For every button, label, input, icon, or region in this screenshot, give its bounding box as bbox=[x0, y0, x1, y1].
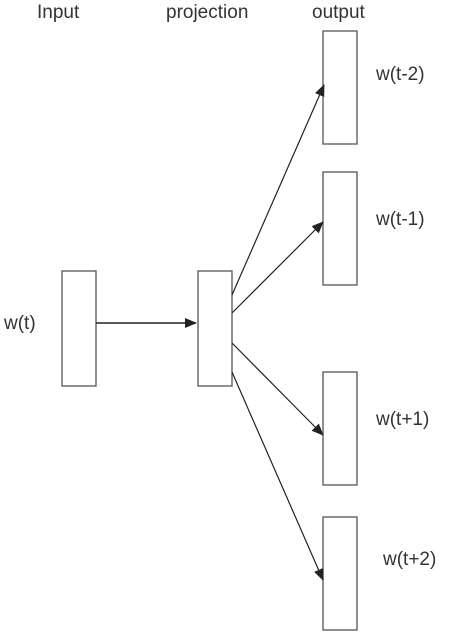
output-header: output bbox=[312, 2, 365, 23]
output-box-1 bbox=[322, 30, 358, 145]
output-box-2 bbox=[322, 171, 358, 286]
arrow-projection-to-output-3 bbox=[231, 342, 324, 436]
output-word-label-1: w(t-2) bbox=[376, 64, 425, 85]
output-word-label-4: w(t+2) bbox=[383, 549, 437, 570]
output-box-3 bbox=[322, 371, 358, 486]
projection-box bbox=[197, 270, 233, 387]
input-header: Input bbox=[37, 2, 80, 23]
projection-header: projection bbox=[166, 2, 249, 23]
input-box bbox=[61, 270, 97, 387]
arrow-projection-to-output-4 bbox=[231, 371, 324, 581]
arrow-projection-to-output-2 bbox=[231, 221, 324, 314]
output-word-label-3: w(t+1) bbox=[376, 409, 430, 430]
input-word-label: w(t) bbox=[4, 313, 36, 334]
output-box-4 bbox=[322, 516, 358, 631]
arrow-projection-to-output-1 bbox=[231, 84, 325, 296]
output-word-label-2: w(t-1) bbox=[376, 209, 425, 230]
